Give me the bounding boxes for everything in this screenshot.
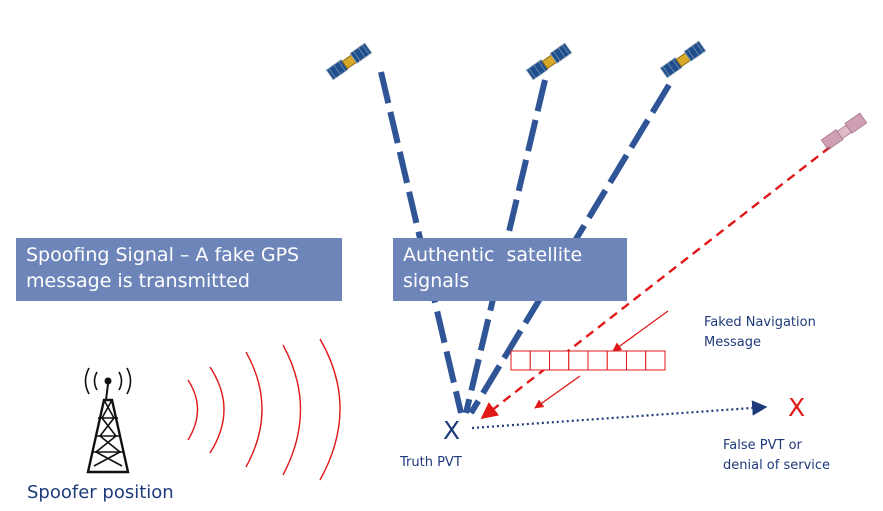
spoofing-signal-box: Spoofing Signal – A fake GPS message is … (16, 238, 342, 301)
radio-wave-5 (319, 338, 341, 481)
false-pvt-line2: denial of service (723, 458, 831, 473)
satellite-icon (525, 42, 573, 81)
message-block (510, 350, 531, 371)
message-block (568, 350, 589, 371)
message-block (549, 350, 570, 371)
message-block (529, 350, 550, 371)
message-block (606, 350, 627, 371)
faked-navigation-label: Faked Navigation Message (704, 313, 816, 353)
spoofing-signal-line2: message is transmitted (26, 270, 250, 292)
fake-satellite-icon (820, 112, 868, 151)
radio-wave-1 (187, 379, 199, 441)
authentic-signals-box: Authentic satellite signals (393, 238, 627, 301)
fake-satellite-signal (480, 146, 831, 420)
message-block (645, 350, 666, 371)
message-to-receiver-arrow (534, 375, 581, 409)
radio-wave-4 (282, 344, 302, 476)
satellite-icon (659, 40, 707, 79)
radio-wave-3 (245, 351, 263, 468)
faked-message-blocks (510, 350, 666, 371)
false-pvt-line1: False PVT or (723, 438, 802, 453)
false-pvt-marker: X (788, 393, 806, 422)
spoofing-radio-waves (187, 338, 341, 481)
faked-navigation-line2: Message (704, 335, 761, 350)
message-block (626, 350, 647, 371)
message-block (587, 350, 608, 371)
faked-message-pointer-arrow (612, 310, 669, 352)
faked-navigation-line1: Faked Navigation (704, 315, 816, 330)
spoofing-signal-line1: Spoofing Signal – A fake GPS (26, 244, 300, 266)
authentic-signals-line2: signals (403, 270, 470, 292)
radio-tower-icon (84, 367, 132, 474)
spoofer-position-label: Spoofer position (27, 482, 174, 503)
truth-pvt-label: Truth PVT (400, 455, 462, 470)
truth-pvt-marker: X (443, 416, 461, 445)
false-pvt-arrow (471, 400, 768, 430)
satellite-icon (325, 42, 373, 81)
radio-wave-2 (209, 366, 225, 454)
false-pvt-label: False PVT or denial of service (723, 436, 830, 476)
authentic-signals-line1: Authentic satellite (403, 244, 583, 266)
